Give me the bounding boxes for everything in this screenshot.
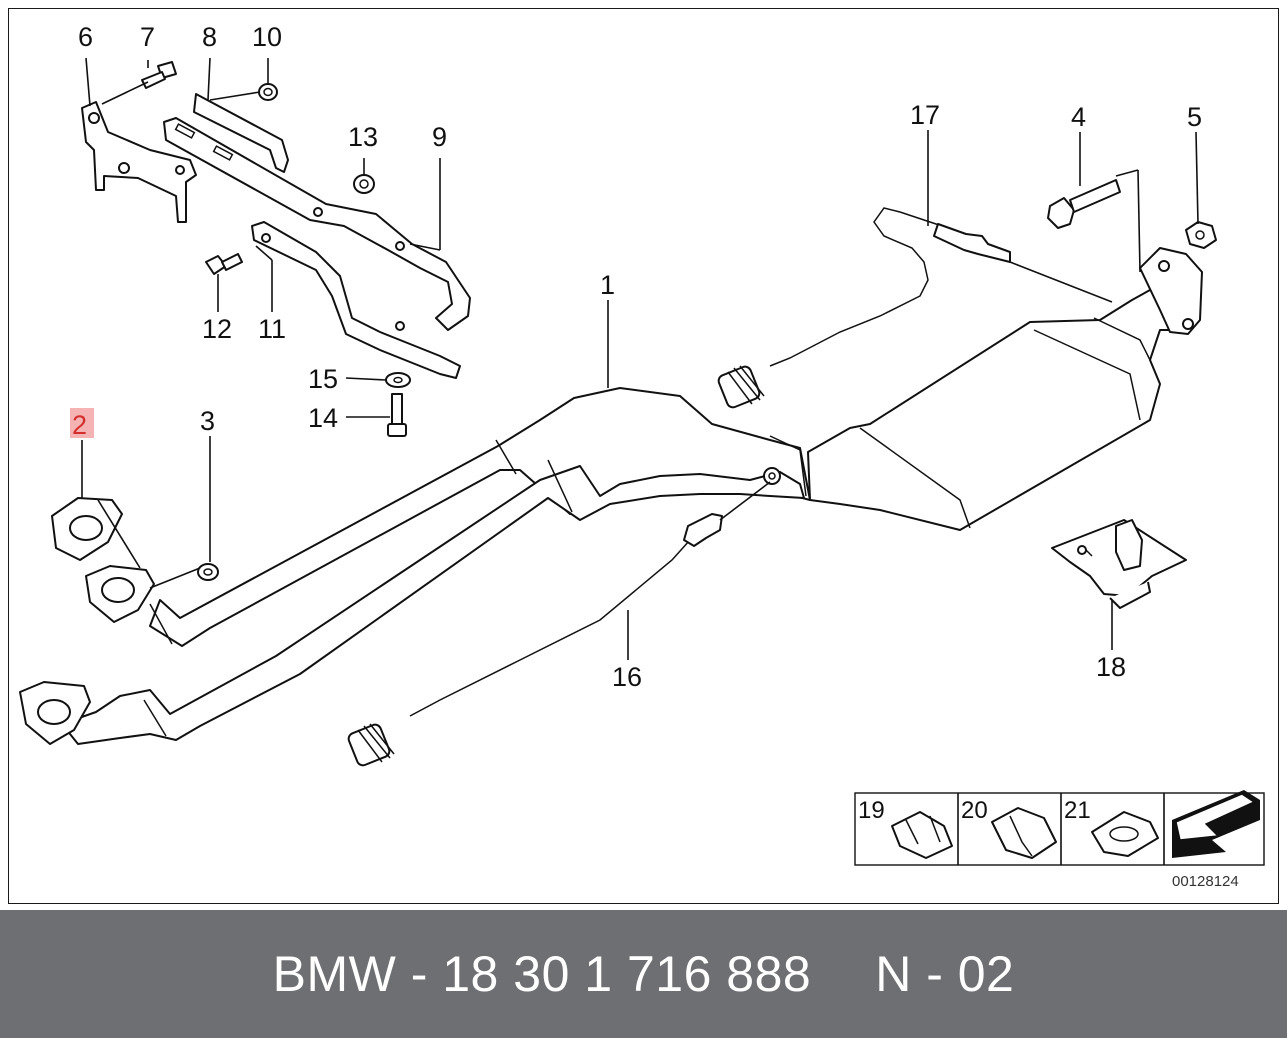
callout-4: 4: [1071, 102, 1086, 132]
part-number: BMW - 18 30 1 716 888: [272, 946, 812, 1002]
bracket-assembly: [81, 61, 471, 437]
callout-6: 6: [78, 22, 93, 52]
diagram-id: 00128124: [1172, 873, 1239, 890]
callout-19: 19: [858, 797, 885, 824]
footer-caption: BMW - 18 30 1 716 888 N - 02: [273, 945, 1015, 1003]
callout-16: 16: [612, 662, 642, 692]
callout-20: 20: [961, 797, 988, 824]
front-exhaust-pipe: [19, 387, 811, 745]
hanger-bracket: [1051, 519, 1187, 609]
diagram-position: N - 02: [875, 946, 1015, 1002]
callout-10: 10: [252, 22, 282, 52]
callout-8: 8: [202, 22, 217, 52]
callout-12: 12: [202, 314, 232, 344]
highlight-box: [70, 408, 94, 438]
exhaust-parts-diagram: 1 2 3 4 5 6 7 8 9 10 11 12 13 14 15 16 1…: [19, 22, 1265, 890]
callout-labels: 1 2 3 4 5 6 7 8 9 10 11 12 13 14 15 16 1…: [70, 22, 1202, 692]
callout-13: 13: [348, 122, 378, 152]
callout-11: 11: [258, 314, 286, 344]
callout-5: 5: [1187, 102, 1202, 132]
callout-1: 1: [600, 270, 615, 300]
callout-7: 7: [140, 22, 155, 52]
leader-lines: [81, 57, 1199, 660]
callout-15: 15: [308, 364, 338, 394]
footer-bar: BMW - 18 30 1 716 888 N - 02: [0, 910, 1287, 1038]
callout-2: 2: [72, 410, 87, 440]
callout-21: 21: [1064, 797, 1091, 824]
callout-14: 14: [308, 403, 338, 433]
catalytic-converter: [807, 179, 1217, 531]
callout-9: 9: [432, 122, 447, 152]
callout-3: 3: [200, 406, 215, 436]
callout-18: 18: [1096, 652, 1126, 682]
oxygen-sensors: [347, 207, 1011, 767]
clip-inset-table: 19 20 21: [854, 790, 1265, 866]
callout-17: 17: [910, 100, 940, 130]
